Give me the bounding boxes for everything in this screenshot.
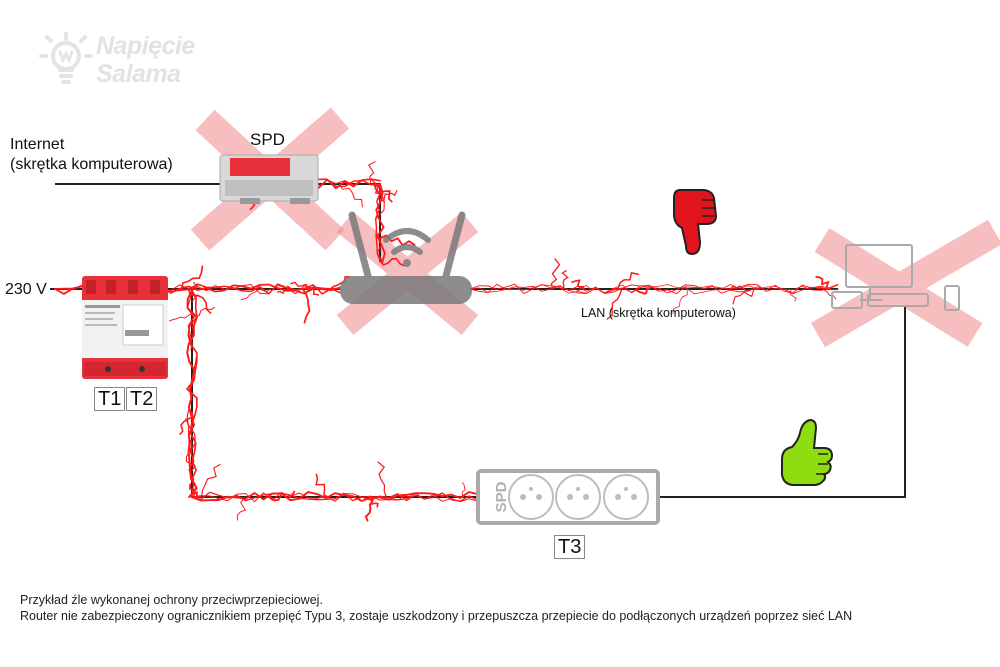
lightning-trace (179, 411, 194, 436)
lightning-trace (373, 183, 393, 203)
lightning-trace (191, 491, 479, 502)
lightning-trace (789, 288, 797, 302)
t3-label: T3 (554, 535, 586, 559)
lightning-trace (190, 282, 199, 303)
lightning-trace (240, 288, 271, 300)
lightning-trace (185, 439, 196, 472)
lightning-trace (379, 234, 416, 247)
lightning-trace (469, 284, 839, 295)
thumbs-down-icon (673, 189, 718, 256)
socket-spd-label: SPD (493, 481, 510, 512)
caption: Przykład źle wykonanej ochrony przeciwpr… (20, 592, 852, 624)
computer-devices-icon (831, 244, 960, 311)
power-strip-socket-icon (476, 469, 660, 525)
caption-line1: Przykład źle wykonanej ochrony przeciwpr… (20, 593, 323, 607)
spd-top-label: SPD (250, 130, 285, 149)
lightning-trace (276, 285, 293, 295)
lightning-trace (290, 281, 314, 293)
t1-label: T1 (94, 387, 126, 411)
lightning-trace (392, 495, 412, 501)
lightbulb-icon (39, 32, 93, 84)
lightning-trace (571, 279, 585, 290)
internet-spd-module (219, 154, 319, 204)
voltage-label: 230 V (5, 281, 47, 298)
wifi-router-icon (340, 211, 472, 304)
lightning-trace (368, 496, 379, 508)
socket-to-computer-wire (660, 307, 906, 498)
lightning-trace (169, 313, 193, 322)
lightning-trace (611, 272, 640, 290)
internet-label-line2: (skrętka komputerowa) (10, 156, 173, 173)
lightning-trace (305, 287, 320, 296)
lan-label: LAN (skrętka komputerowa) (581, 306, 736, 320)
lightning-trace (191, 306, 216, 321)
lightning-trace (732, 288, 760, 305)
lightning-trace (379, 257, 405, 267)
lightning-trace (379, 190, 398, 203)
lightning-trace (367, 161, 376, 185)
lightning-trace (315, 473, 330, 498)
lightning-trace (236, 496, 249, 521)
lightning-trace (550, 258, 561, 290)
logo-text: Napięcie Salama (96, 32, 195, 88)
logo-line1: Napięcie (96, 32, 195, 60)
lightning-trace (180, 265, 204, 290)
lightning-trace (187, 324, 195, 350)
lightning-trace (815, 275, 831, 290)
lightning-trace (672, 288, 688, 315)
logo-line2: Salama (96, 60, 181, 88)
lightning-trace (461, 482, 466, 498)
lightning-trace (329, 275, 352, 290)
lightning-trace (469, 283, 839, 295)
lightning-trace (301, 288, 311, 324)
cross-computer (810, 219, 1000, 348)
lightning-trace (185, 418, 193, 454)
lightning-trace (636, 287, 651, 295)
lightning-trace (339, 183, 364, 208)
surge-protector-icon (82, 276, 168, 379)
surge-lightning (54, 161, 839, 522)
t2-label: T2 (126, 387, 158, 411)
lightning-trace (201, 463, 221, 498)
lightning-trace (574, 284, 599, 292)
lightning-trace (561, 270, 569, 290)
caption-line2: Router nie zabezpieczony ogranicznikiem … (20, 609, 853, 623)
thumbs-up-icon (781, 418, 834, 486)
lightning-trace (729, 285, 750, 292)
lightning-trace (375, 183, 386, 263)
lightning-trace (269, 490, 296, 502)
cross-marks (190, 107, 1000, 348)
lightning-trace (816, 287, 837, 300)
lightning-trace (188, 483, 201, 498)
power-loop-wire (191, 290, 478, 498)
lightning-trace (606, 288, 623, 320)
wires (50, 183, 906, 498)
internet-label-line1: Internet (10, 136, 65, 153)
lightning-trace (191, 492, 479, 503)
lightning-trace (377, 461, 388, 498)
internet-label: Internet (skrętka komputerowa) (10, 135, 173, 175)
